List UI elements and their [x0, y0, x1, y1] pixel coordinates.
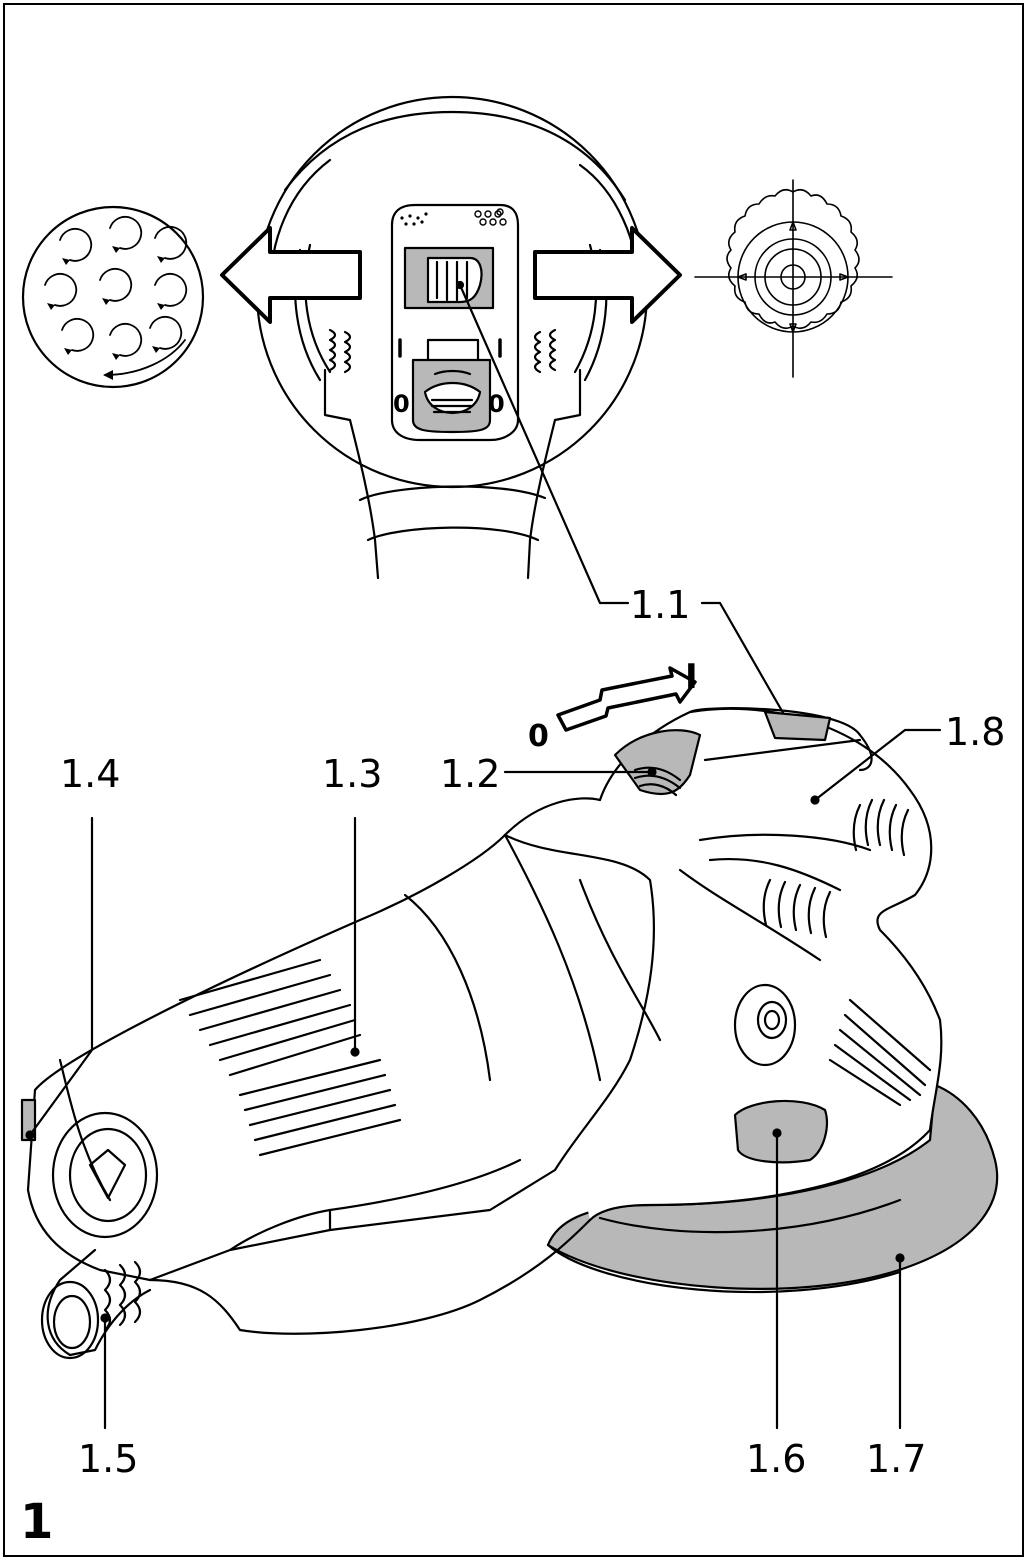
left-arrow-icon [220, 226, 362, 324]
callout-1-4: 1.4 [60, 752, 121, 796]
callout-1-5: 1.5 [78, 1437, 139, 1481]
right-arrow-icon [533, 226, 682, 324]
on-off-arrow-icon [556, 666, 697, 732]
sander-body [20, 707, 999, 1360]
callout-1-2: 1.2 [440, 752, 501, 796]
lock-button [20, 1098, 37, 1142]
rotary-motion-icon [694, 179, 893, 378]
callout-1-3: 1.3 [322, 752, 383, 796]
callout-1-8: 1.8 [945, 710, 1006, 754]
top-view-detail [255, 95, 649, 580]
switch-off-mark: 0 [528, 719, 549, 754]
top-cover [390, 203, 520, 442]
figure-number: 1 [20, 1494, 54, 1550]
leaders [25, 728, 942, 1430]
callout-1-7: 1.7 [866, 1437, 927, 1481]
leader-1-1-top [458, 283, 630, 605]
callout-1-1: 1.1 [630, 583, 691, 627]
detail-off-mark-left: 0 [393, 390, 410, 418]
mode-switch [763, 710, 832, 742]
switch-on-mark: I [685, 657, 698, 697]
detail-off-mark-right: 0 [488, 390, 505, 418]
leader-1-1-bottom [700, 601, 788, 720]
eccentric-motion-icon [21, 205, 205, 389]
callout-1-6: 1.6 [746, 1437, 807, 1481]
